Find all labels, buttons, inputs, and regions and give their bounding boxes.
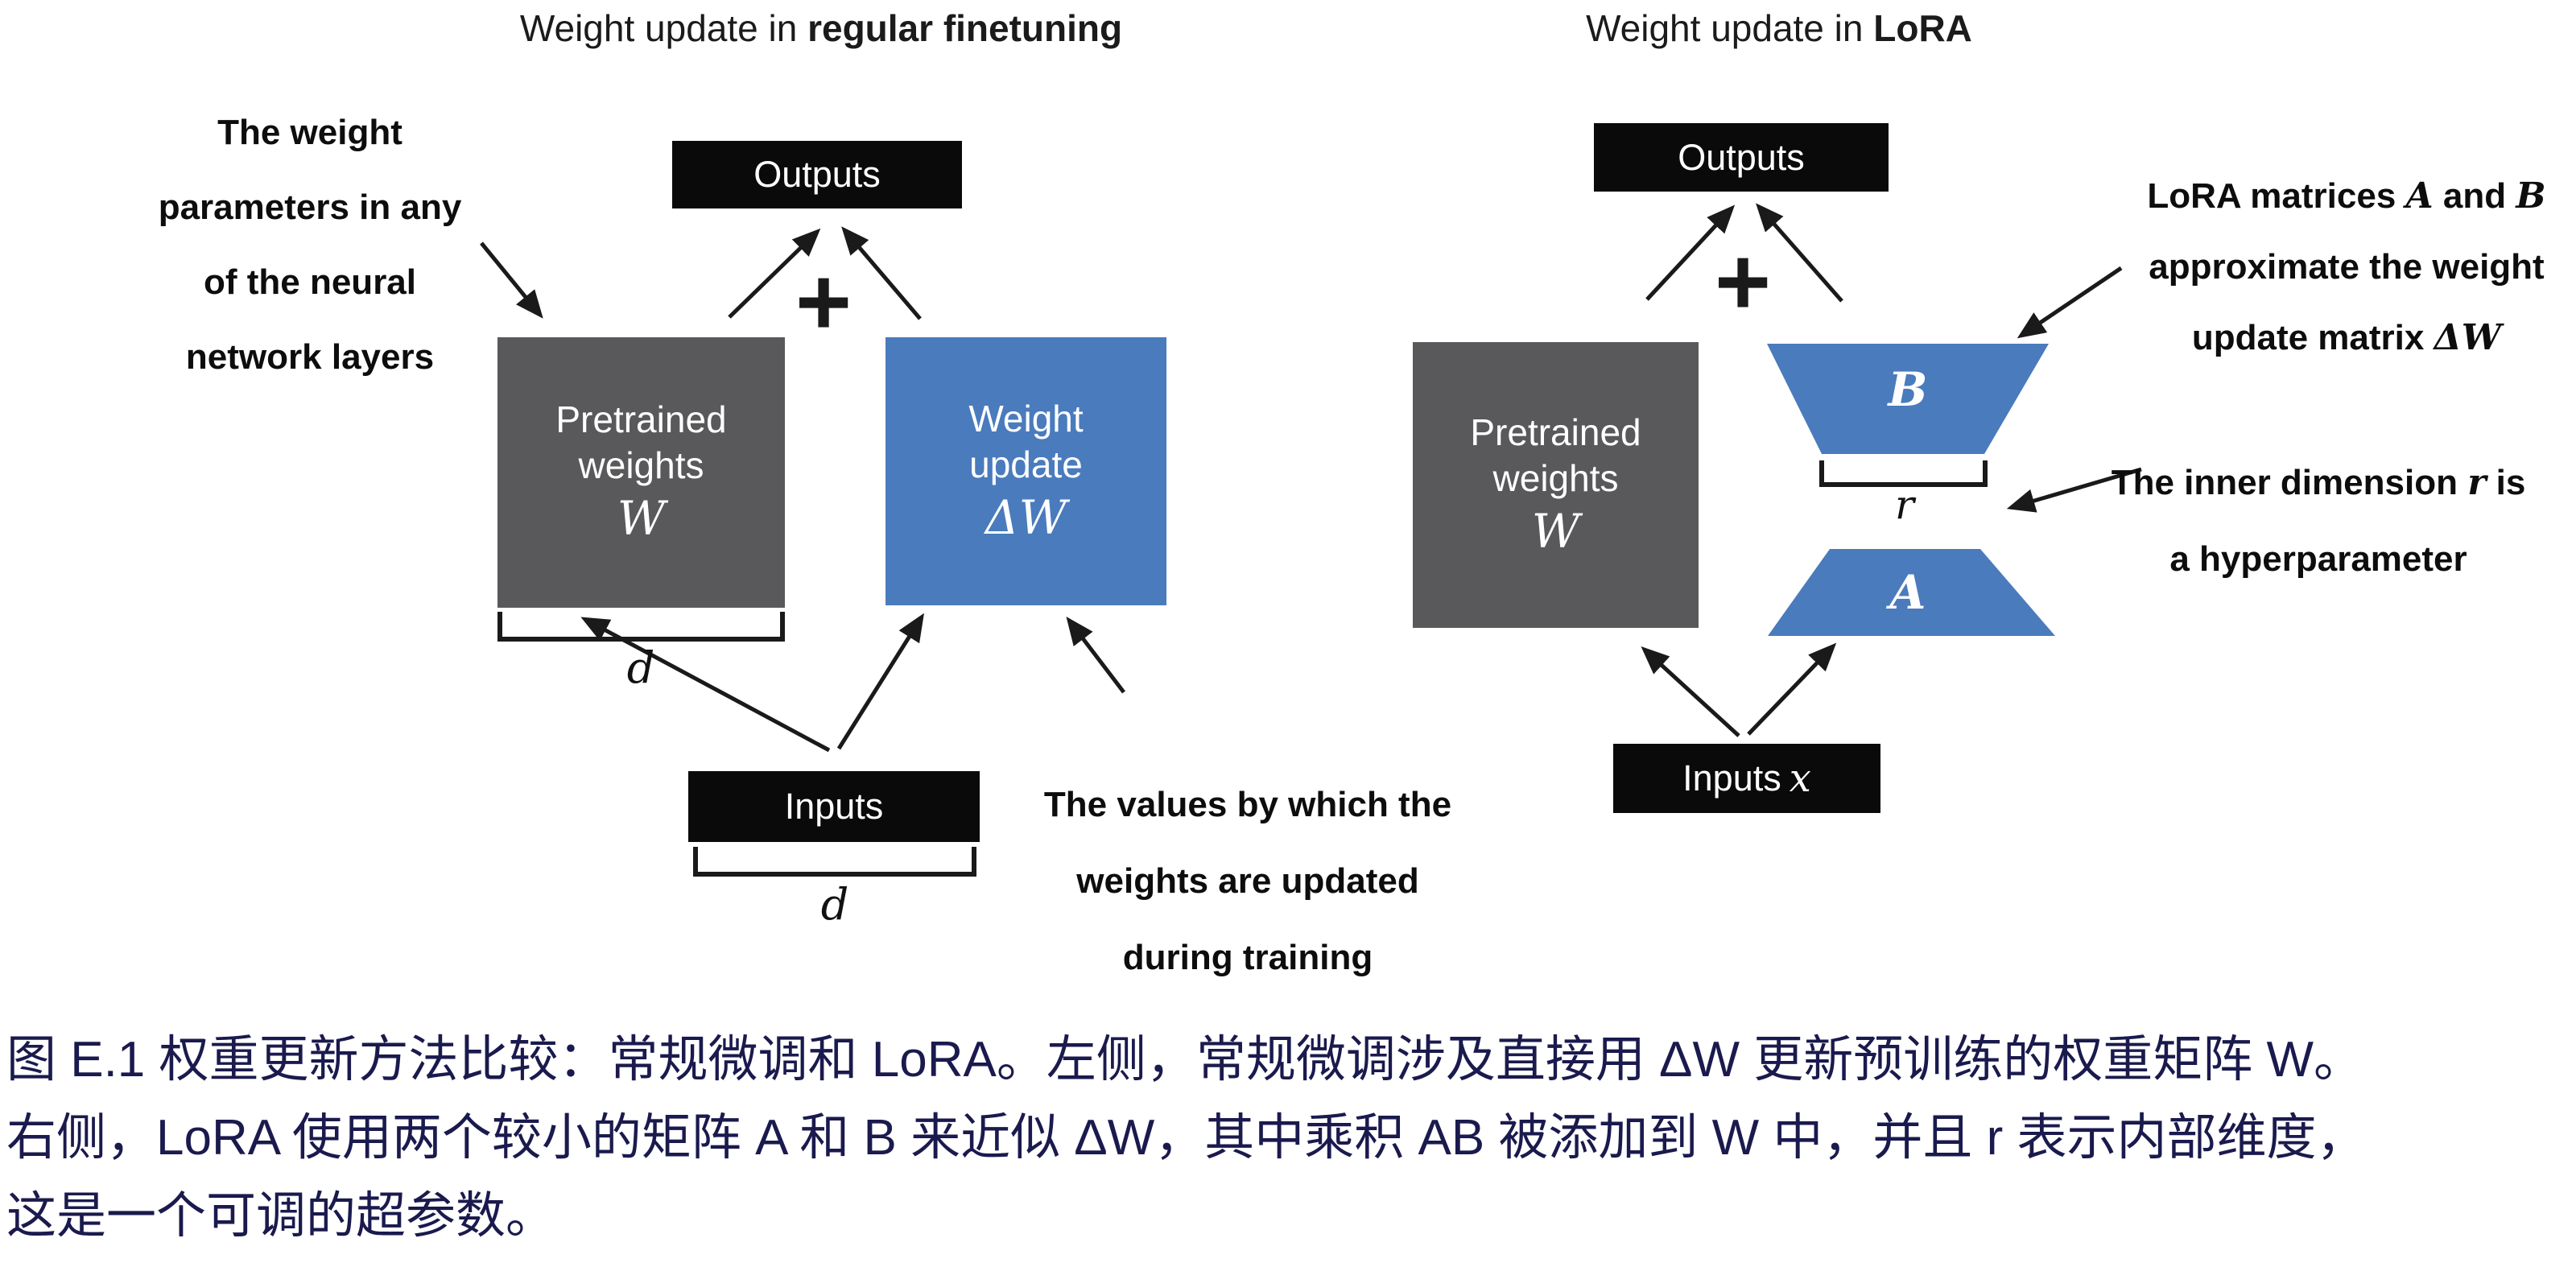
dim-d-inputs: d — [786, 879, 883, 930]
right-inputs-box: Inputs x — [1613, 744, 1880, 813]
pretrained-symbol-w: W — [617, 491, 666, 546]
b-glyph: B — [1888, 362, 1928, 417]
a-glyph: A — [1889, 565, 1926, 620]
annotation-line: update matrix ΔW — [2125, 303, 2568, 373]
values-updated-annotation: The values by which the weights are upda… — [998, 766, 1497, 996]
lora-matrix-b-shape — [1767, 344, 2049, 454]
matrix-a-label: A — [1860, 567, 1956, 618]
right-inputs-label: Inputs — [1682, 757, 1781, 799]
pretrained-label-line2: weights — [578, 444, 704, 486]
caption-line-1: 图 E.1 权重更新方法比较：常规微调和 LoRA。左侧，常规微调涉及直接用 Δ… — [6, 1032, 2363, 1087]
rank-r-label: r — [1856, 481, 1953, 528]
inputs-x-symbol: x — [1789, 756, 1811, 801]
arrow-w-to-outputs-left — [728, 228, 821, 319]
caption-line-2: 右侧，LoRA 使用两个较小的矩阵 A 和 B 来近似 ΔW，其中乘积 AB 被… — [6, 1110, 2367, 1166]
left-outputs-label: Outputs — [753, 154, 881, 195]
pretrained-label-line1: Pretrained — [555, 398, 727, 440]
arrow-values-annotation-to-dw — [1066, 617, 1125, 694]
weight-parameters-annotation: The weight parameters in any of the neur… — [80, 95, 539, 394]
right-outputs-box: Outputs — [1594, 123, 1889, 192]
annotation-text: LoRA matrices — [2147, 176, 2406, 216]
annotation-text: update matrix — [2191, 318, 2434, 357]
arrow-ab-annotation-to-b — [2017, 266, 2123, 339]
weight-update-box: Weight update ΔW — [886, 337, 1166, 605]
plus-glyph: + — [795, 248, 852, 356]
right-title-bold: LoRA — [1873, 7, 1972, 49]
annotation-line: weights are updated — [1076, 861, 1419, 901]
weight-update-label-line2: update — [969, 443, 1083, 485]
left-pretrained-weights-box: Pretrained weights W — [497, 337, 785, 608]
arrow-inputsx-to-w-right — [1641, 646, 1740, 737]
pretrained-label-line2: weights — [1492, 456, 1619, 499]
lora-matrices-annotation: LoRA matrices A and B approximate the we… — [2125, 161, 2568, 373]
annotation-text: and — [2433, 176, 2516, 216]
bracket-d-pretrained — [497, 612, 785, 642]
dim-d-pretrained: d — [592, 642, 689, 693]
annotation-line: The inner dimension r is — [2093, 444, 2544, 521]
caption-line-3: 这是一个可调的超参数。 — [6, 1188, 556, 1244]
weight-update-symbol-dw: ΔW — [985, 489, 1067, 545]
left-title-bold: regular finetuning — [807, 7, 1123, 49]
delta-w-glyph: ΔW — [2434, 317, 2502, 358]
pretrained-label-line1: Pretrained — [1470, 411, 1641, 453]
annotation-line: The values by which the — [1043, 785, 1452, 824]
r-glyph: r — [2467, 462, 2487, 503]
annotation-line: network layers — [185, 337, 435, 377]
arrow-inputs-to-dw-left — [836, 613, 924, 750]
matrix-b-label: B — [1860, 364, 1956, 415]
pretrained-symbol-w: W — [1531, 503, 1580, 559]
left-title-normal: Weight update in — [519, 7, 808, 49]
figure-caption: 图 E.1 权重更新方法比较：常规微调和 LoRA。左侧，常规微调涉及直接用 Δ… — [6, 1021, 2573, 1255]
inner-dimension-annotation: The inner dimension r is a hyperparamete… — [2093, 444, 2544, 597]
a-glyph: A — [2405, 175, 2434, 217]
right-plus-sign: + — [1695, 229, 1791, 334]
r-glyph: r — [1895, 481, 1914, 528]
annotation-line: of the neural — [203, 262, 417, 302]
annotation-text: approximate the weight — [2149, 247, 2545, 287]
b-glyph: B — [2516, 175, 2546, 217]
annotation-line: LoRA matrices A and B — [2125, 161, 2568, 232]
annotation-line: approximate the weight — [2125, 232, 2568, 303]
arrow-inputs-to-w-left — [580, 617, 831, 753]
lora-matrix-a-shape — [1768, 549, 2055, 636]
right-title: Weight update in LoRA — [1465, 6, 2093, 50]
arrow-ba-to-outputs-right — [1756, 203, 1843, 303]
left-title: Weight update in regular finetuning — [338, 6, 1304, 50]
plus-glyph: + — [1714, 228, 1772, 336]
annotation-line: The weight — [217, 113, 402, 152]
annotation-text: a hyperparameter — [2169, 539, 2467, 579]
annotation-text: is — [2486, 463, 2526, 502]
left-plus-sign: + — [775, 250, 872, 354]
annotation-line: parameters in any — [158, 188, 462, 227]
d-glyph: d — [820, 879, 849, 930]
left-outputs-box: Outputs — [672, 141, 962, 208]
arrow-dw-to-outputs-left — [841, 226, 922, 320]
right-outputs-label: Outputs — [1678, 136, 1805, 178]
arrow-w-to-outputs-right — [1645, 204, 1736, 301]
weight-update-label-line1: Weight — [968, 397, 1084, 440]
right-pretrained-weights-box: Pretrained weights W — [1413, 342, 1699, 628]
d-glyph: d — [626, 642, 655, 693]
left-inputs-label: Inputs — [784, 786, 884, 827]
annotation-text: The inner dimension — [2111, 463, 2468, 502]
left-inputs-box: Inputs — [688, 771, 980, 842]
annotation-line: during training — [1122, 938, 1373, 977]
annotation-line: a hyperparameter — [2093, 521, 2544, 597]
arrow-weight-annotation-to-w — [480, 241, 543, 319]
right-title-normal: Weight update in — [1586, 7, 1874, 49]
arrow-inputsx-to-a-right — [1747, 642, 1837, 736]
bracket-r-inner-dim — [1819, 460, 1988, 487]
arrow-r-annotation-to-r — [2006, 467, 2142, 513]
bracket-d-inputs — [693, 847, 976, 877]
